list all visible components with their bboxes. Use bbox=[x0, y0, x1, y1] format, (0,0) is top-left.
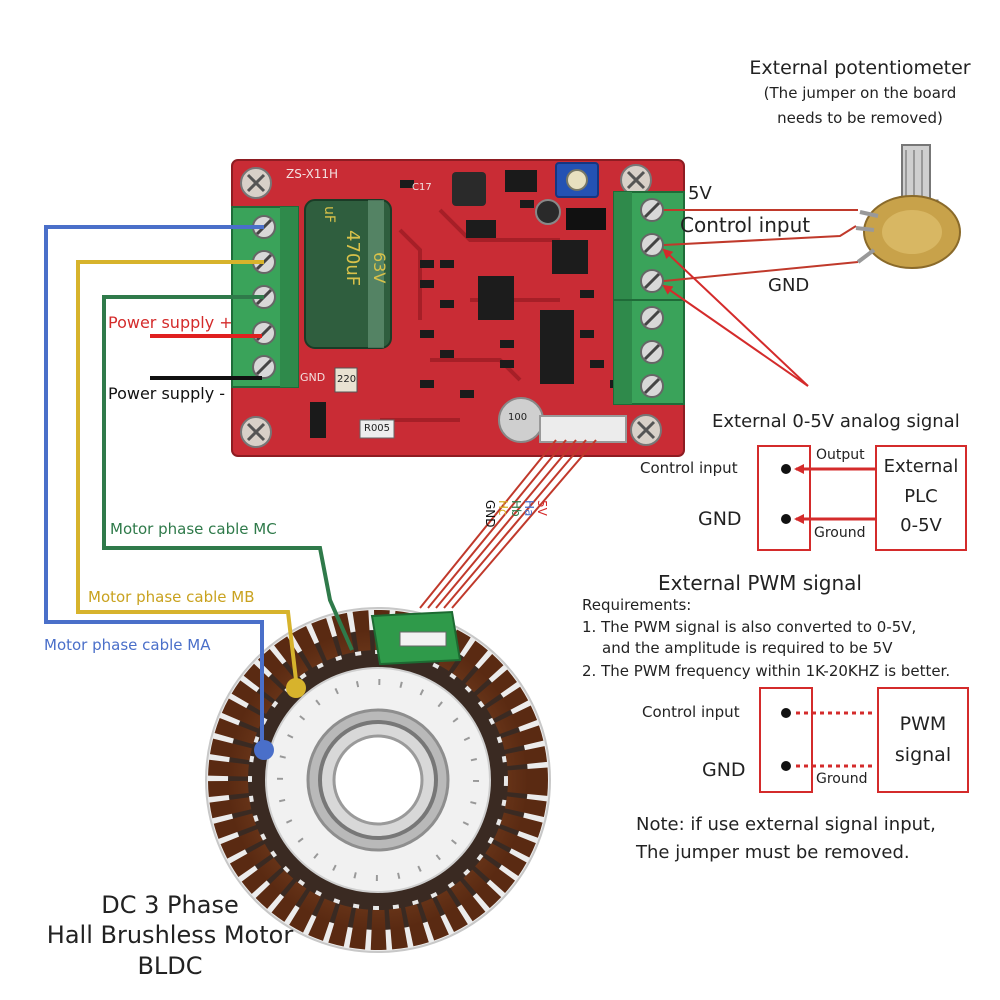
terminal-screw-power-plus bbox=[252, 321, 276, 345]
mount-hole bbox=[620, 164, 652, 196]
annotation-arrows bbox=[662, 248, 809, 387]
pwm-control-input: Control input bbox=[642, 703, 740, 721]
silk-r005: R005 bbox=[364, 423, 391, 434]
note-line-1: Note: if use external signal input, bbox=[636, 814, 936, 835]
silk-c17: C17 bbox=[412, 182, 432, 193]
hall-wires bbox=[419, 439, 597, 609]
pwm-box-line-1: PWM bbox=[899, 713, 947, 735]
power-supply-plus-label: Power supply + bbox=[108, 313, 233, 332]
hall-pin-labels: 5V Ha Hb Hc GND bbox=[483, 500, 549, 528]
cable-mc-label: Motor phase cable MC bbox=[110, 520, 277, 538]
analog-title: External 0-5V analog signal bbox=[712, 411, 960, 432]
pwm-req-title: Requirements: bbox=[582, 596, 692, 614]
wire-mb bbox=[76, 260, 298, 681]
hall-pin-hc: Hc bbox=[496, 500, 510, 516]
mb-terminal-dot bbox=[286, 678, 306, 698]
potentiometer-note-1: (The jumper on the board bbox=[763, 84, 957, 102]
mount-hole bbox=[240, 167, 272, 199]
hall-pin-hb: Hb bbox=[509, 500, 523, 517]
cable-ma-label: Motor phase cable MA bbox=[44, 636, 211, 654]
pot-pin-control: Control input bbox=[680, 213, 811, 237]
controller-board bbox=[231, 159, 685, 457]
plc-line-3: 0-5V bbox=[900, 515, 942, 536]
motor-title-1: DC 3 Phase bbox=[101, 891, 239, 919]
small-cap-label: 100 bbox=[508, 412, 528, 423]
analog-control-input: Control input bbox=[640, 459, 738, 477]
motor-title-2: Hall Brushless Motor bbox=[46, 921, 294, 949]
terminal-screw-power-minus bbox=[252, 355, 276, 379]
pwm-gnd: GND bbox=[702, 759, 746, 781]
shunt-resistor bbox=[359, 419, 395, 439]
silk-220: 220 bbox=[337, 374, 357, 385]
silk-gnd: GND bbox=[300, 371, 326, 384]
potentiometer bbox=[855, 144, 961, 269]
mosfet bbox=[552, 240, 588, 274]
diode bbox=[310, 402, 326, 438]
resistor-220 bbox=[334, 367, 358, 393]
mount-hole bbox=[630, 414, 662, 446]
hall-pin-ha: Ha bbox=[522, 500, 536, 517]
analog-output: Output bbox=[816, 447, 865, 463]
pwm-req-2: 2. The PWM frequency within 1K-20KHZ is … bbox=[582, 662, 951, 680]
capacitor bbox=[535, 199, 561, 225]
terminal-screw-5v bbox=[640, 198, 664, 222]
ic-chip bbox=[505, 170, 537, 192]
analog-gnd: GND bbox=[698, 508, 742, 530]
board-model: ZS-X11H bbox=[286, 167, 339, 181]
pwm-title: External PWM signal bbox=[658, 571, 862, 595]
wire-ma bbox=[44, 225, 264, 748]
potentiometer-title: External potentiometer bbox=[749, 57, 971, 79]
pot-pin-gnd: GND bbox=[768, 275, 810, 296]
pwm-signal-diagram bbox=[759, 687, 969, 793]
hall-connector bbox=[539, 415, 627, 443]
plc-line-1: External bbox=[883, 456, 959, 477]
ic-chip bbox=[466, 220, 496, 238]
cap-label-3: uF bbox=[321, 206, 337, 223]
terminal-screw-gnd bbox=[640, 269, 664, 293]
terminal-screw bbox=[640, 374, 664, 398]
ic-chip bbox=[478, 276, 514, 320]
power-supply-minus-label: Power supply - bbox=[108, 384, 226, 403]
terminal-screw bbox=[640, 306, 664, 330]
pwm-ground: Ground bbox=[816, 771, 868, 787]
analog-ground: Ground bbox=[814, 525, 866, 541]
ic-chip bbox=[540, 310, 574, 384]
cap-label-2: 63V bbox=[370, 252, 389, 284]
main-capacitor bbox=[304, 199, 392, 349]
ma-terminal-dot bbox=[254, 740, 274, 760]
jumper bbox=[566, 208, 606, 230]
inductor bbox=[452, 172, 486, 206]
wire-mc bbox=[102, 295, 354, 651]
analog-signal-diagram bbox=[757, 445, 967, 551]
note-line-2: The jumper must be removed. bbox=[636, 842, 910, 863]
terminal-screw-control bbox=[640, 233, 664, 257]
pwm-box-line-2: signal bbox=[894, 744, 952, 766]
pot-pin-5v: 5V bbox=[688, 183, 712, 204]
signal-terminal-block bbox=[613, 191, 685, 405]
hall-pin-5v: 5V bbox=[535, 500, 549, 516]
cable-mb-label: Motor phase cable MB bbox=[88, 588, 255, 606]
plc-line-2: PLC bbox=[904, 486, 938, 507]
potentiometer-note-2: needs to be removed) bbox=[777, 109, 943, 127]
potentiometer-wires bbox=[663, 209, 859, 282]
terminal-screw bbox=[640, 340, 664, 364]
motor-title-3: BLDC bbox=[137, 952, 203, 980]
hall-sensor-pcb bbox=[370, 610, 462, 666]
pwm-req-1a: 1. The PWM signal is also converted to 0… bbox=[582, 618, 917, 636]
cap-label-1: 470uF bbox=[342, 230, 363, 287]
mount-hole bbox=[240, 416, 272, 448]
hall-pin-gnd: GND bbox=[483, 500, 497, 528]
pwm-req-1b: and the amplitude is required to be 5V bbox=[602, 639, 893, 657]
